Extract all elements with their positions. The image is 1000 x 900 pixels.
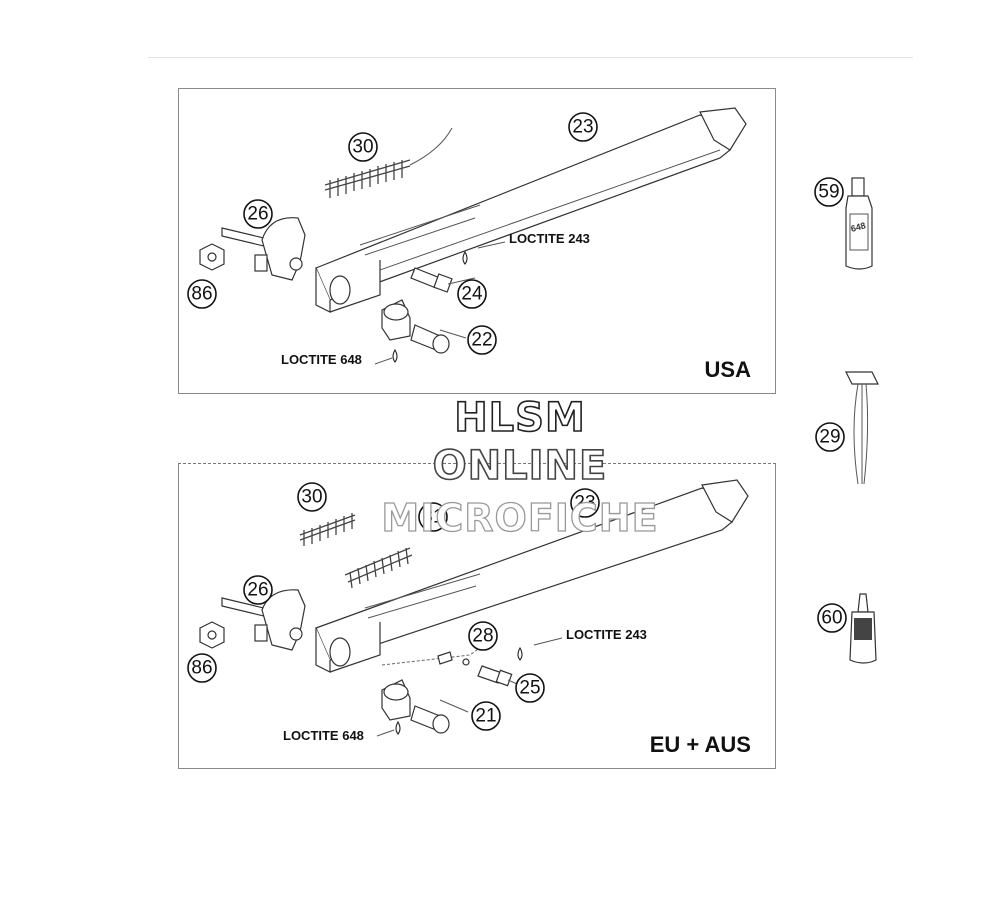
usa-callout-86: 86 [187, 279, 217, 309]
svg-text:23: 23 [574, 493, 595, 514]
watermark-line-3: MICROFICHE [381, 495, 659, 540]
svg-text:21: 21 [475, 706, 496, 727]
eu-callout-86: 86 [187, 653, 217, 683]
usa-note-loctite-648: LOCTITE 648 [281, 352, 362, 367]
usa-loctite-243-drop [462, 250, 468, 265]
svg-text:86: 86 [191, 658, 212, 679]
usa-spring-30 [324, 127, 453, 198]
usa-callout-24: 24 [457, 279, 487, 309]
eu-side-stand [315, 479, 749, 673]
usa-note-loctite-243: LOCTITE 243 [509, 231, 590, 246]
eu-bushing-bolt-21 [381, 679, 450, 734]
usa-callout-23: 23 [568, 112, 598, 142]
svg-text:23: 23 [572, 117, 593, 138]
region-label-usa: USA [704, 357, 751, 382]
usa-callout-22: 22 [467, 325, 497, 355]
svg-text:648: 648 [850, 220, 867, 234]
eu-callout-28: 28 [468, 621, 498, 651]
usa-loctite-648-drop [392, 348, 398, 363]
eu-screw-25 [477, 665, 513, 687]
eu-nut-86 [199, 621, 225, 649]
usa-nut-86 [199, 243, 225, 271]
svg-text:26: 26 [247, 204, 268, 225]
svg-text:86: 86 [191, 284, 212, 305]
svg-text:29: 29 [819, 427, 840, 448]
eu-spring-30 [299, 513, 356, 546]
svg-text:24: 24 [461, 284, 483, 305]
usa-callout-30: 30 [348, 132, 378, 162]
usa-screw-24 [410, 267, 453, 293]
usa-side-stand [315, 107, 747, 313]
svg-text:26: 26 [247, 580, 268, 601]
eu-note-loctite-243: LOCTITE 243 [566, 627, 647, 642]
svg-text:60: 60 [821, 608, 842, 629]
eu-callout-21: 21 [471, 701, 501, 731]
eu-callout-25: 25 [515, 673, 545, 703]
eu-callout-26: 26 [243, 575, 273, 605]
usa-pivot-bolt-26 [221, 217, 306, 281]
top-divider [148, 57, 913, 58]
svg-text:30: 30 [301, 487, 322, 508]
part-callout-60: 60 [817, 603, 847, 633]
eu-pivot-bolt-26 [221, 589, 306, 651]
eu-callout-31: 31 [418, 502, 448, 532]
svg-text:25: 25 [519, 678, 540, 699]
eu-callout-30: 30 [297, 482, 327, 512]
usa-bushing-bolt-22 [381, 299, 450, 354]
loctite-tube-60 [849, 593, 877, 664]
eu-pin-28 [437, 651, 470, 666]
svg-text:22: 22 [471, 330, 492, 351]
watermark-line-1: HLSM [453, 394, 586, 442]
watermark-line-2: ONLINE [432, 442, 608, 490]
svg-text:31: 31 [422, 507, 443, 528]
svg-text:30: 30 [352, 137, 373, 158]
part-callout-29: 29 [815, 422, 845, 452]
svg-text:59: 59 [818, 182, 839, 203]
part-callout-59: 59 [814, 177, 844, 207]
eu-loctite-243-drop [517, 646, 523, 661]
eu-loctite-648-drop [395, 720, 401, 735]
cable-tie-29 [845, 371, 879, 485]
loctite-bottle-59: 648 [845, 177, 873, 270]
eu-callout-23: 23 [570, 488, 600, 518]
eu-note-loctite-648: LOCTITE 648 [283, 728, 364, 743]
region-label-eu-aus: EU + AUS [649, 732, 751, 757]
usa-callout-26: 26 [243, 199, 273, 229]
eu-spring-31 [344, 547, 413, 589]
svg-text:28: 28 [472, 626, 493, 647]
